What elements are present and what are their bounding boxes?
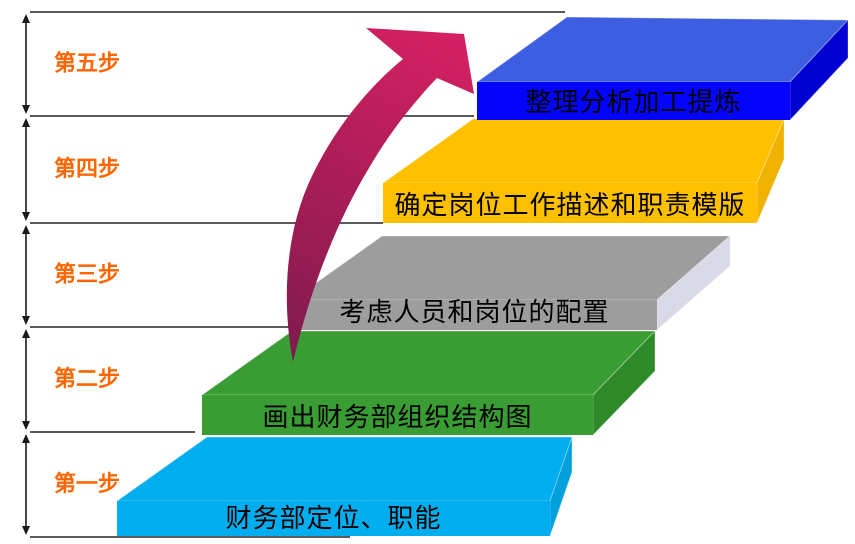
measure-arrow-down-icon — [22, 105, 30, 114]
measure-arrow-up-icon — [22, 14, 30, 23]
step-1-front-face — [117, 501, 550, 536]
axis-label-step-3: 第三步 — [54, 262, 120, 288]
axis-label-step-5: 第五步 — [54, 51, 120, 77]
measure-arrow-up-icon — [22, 329, 30, 338]
step-3-task-label: 考虑人员和岗位的配置 — [339, 298, 609, 328]
step-3-front-face — [292, 300, 657, 330]
measure-arrow-up-icon — [22, 118, 30, 127]
step-1-task-label: 财务部定位、职能 — [225, 504, 441, 534]
measure-arrow-down-icon — [22, 421, 30, 430]
step-5-task-label: 整理分析加工提炼 — [525, 88, 741, 118]
axis-label-step-4: 第四步 — [54, 156, 120, 182]
axis-label-step-1: 第一步 — [54, 471, 120, 497]
step-4-front-face — [383, 183, 757, 223]
step-5-top-face — [475, 16, 850, 83]
measure-arrow-up-icon — [22, 225, 30, 234]
step-2-task-label: 画出财务部组织结构图 — [262, 403, 532, 433]
step-5-front-face — [477, 82, 790, 120]
step-4-task-label: 确定岗位工作描述和职责模版 — [394, 191, 745, 221]
step-4-top-face — [381, 118, 785, 184]
step-3-top-face — [290, 235, 732, 301]
measure-arrow-down-icon — [22, 316, 30, 325]
step-2-top-face — [200, 330, 657, 396]
measure-arrow-up-icon — [22, 434, 30, 443]
axis-label-step-2: 第二步 — [54, 366, 120, 392]
measure-arrow-down-icon — [22, 526, 30, 535]
curved-up-arrow — [286, 28, 474, 362]
step-2-front-face — [202, 395, 593, 435]
step-1-top-face — [115, 436, 573, 502]
measure-arrow-down-icon — [22, 212, 30, 221]
